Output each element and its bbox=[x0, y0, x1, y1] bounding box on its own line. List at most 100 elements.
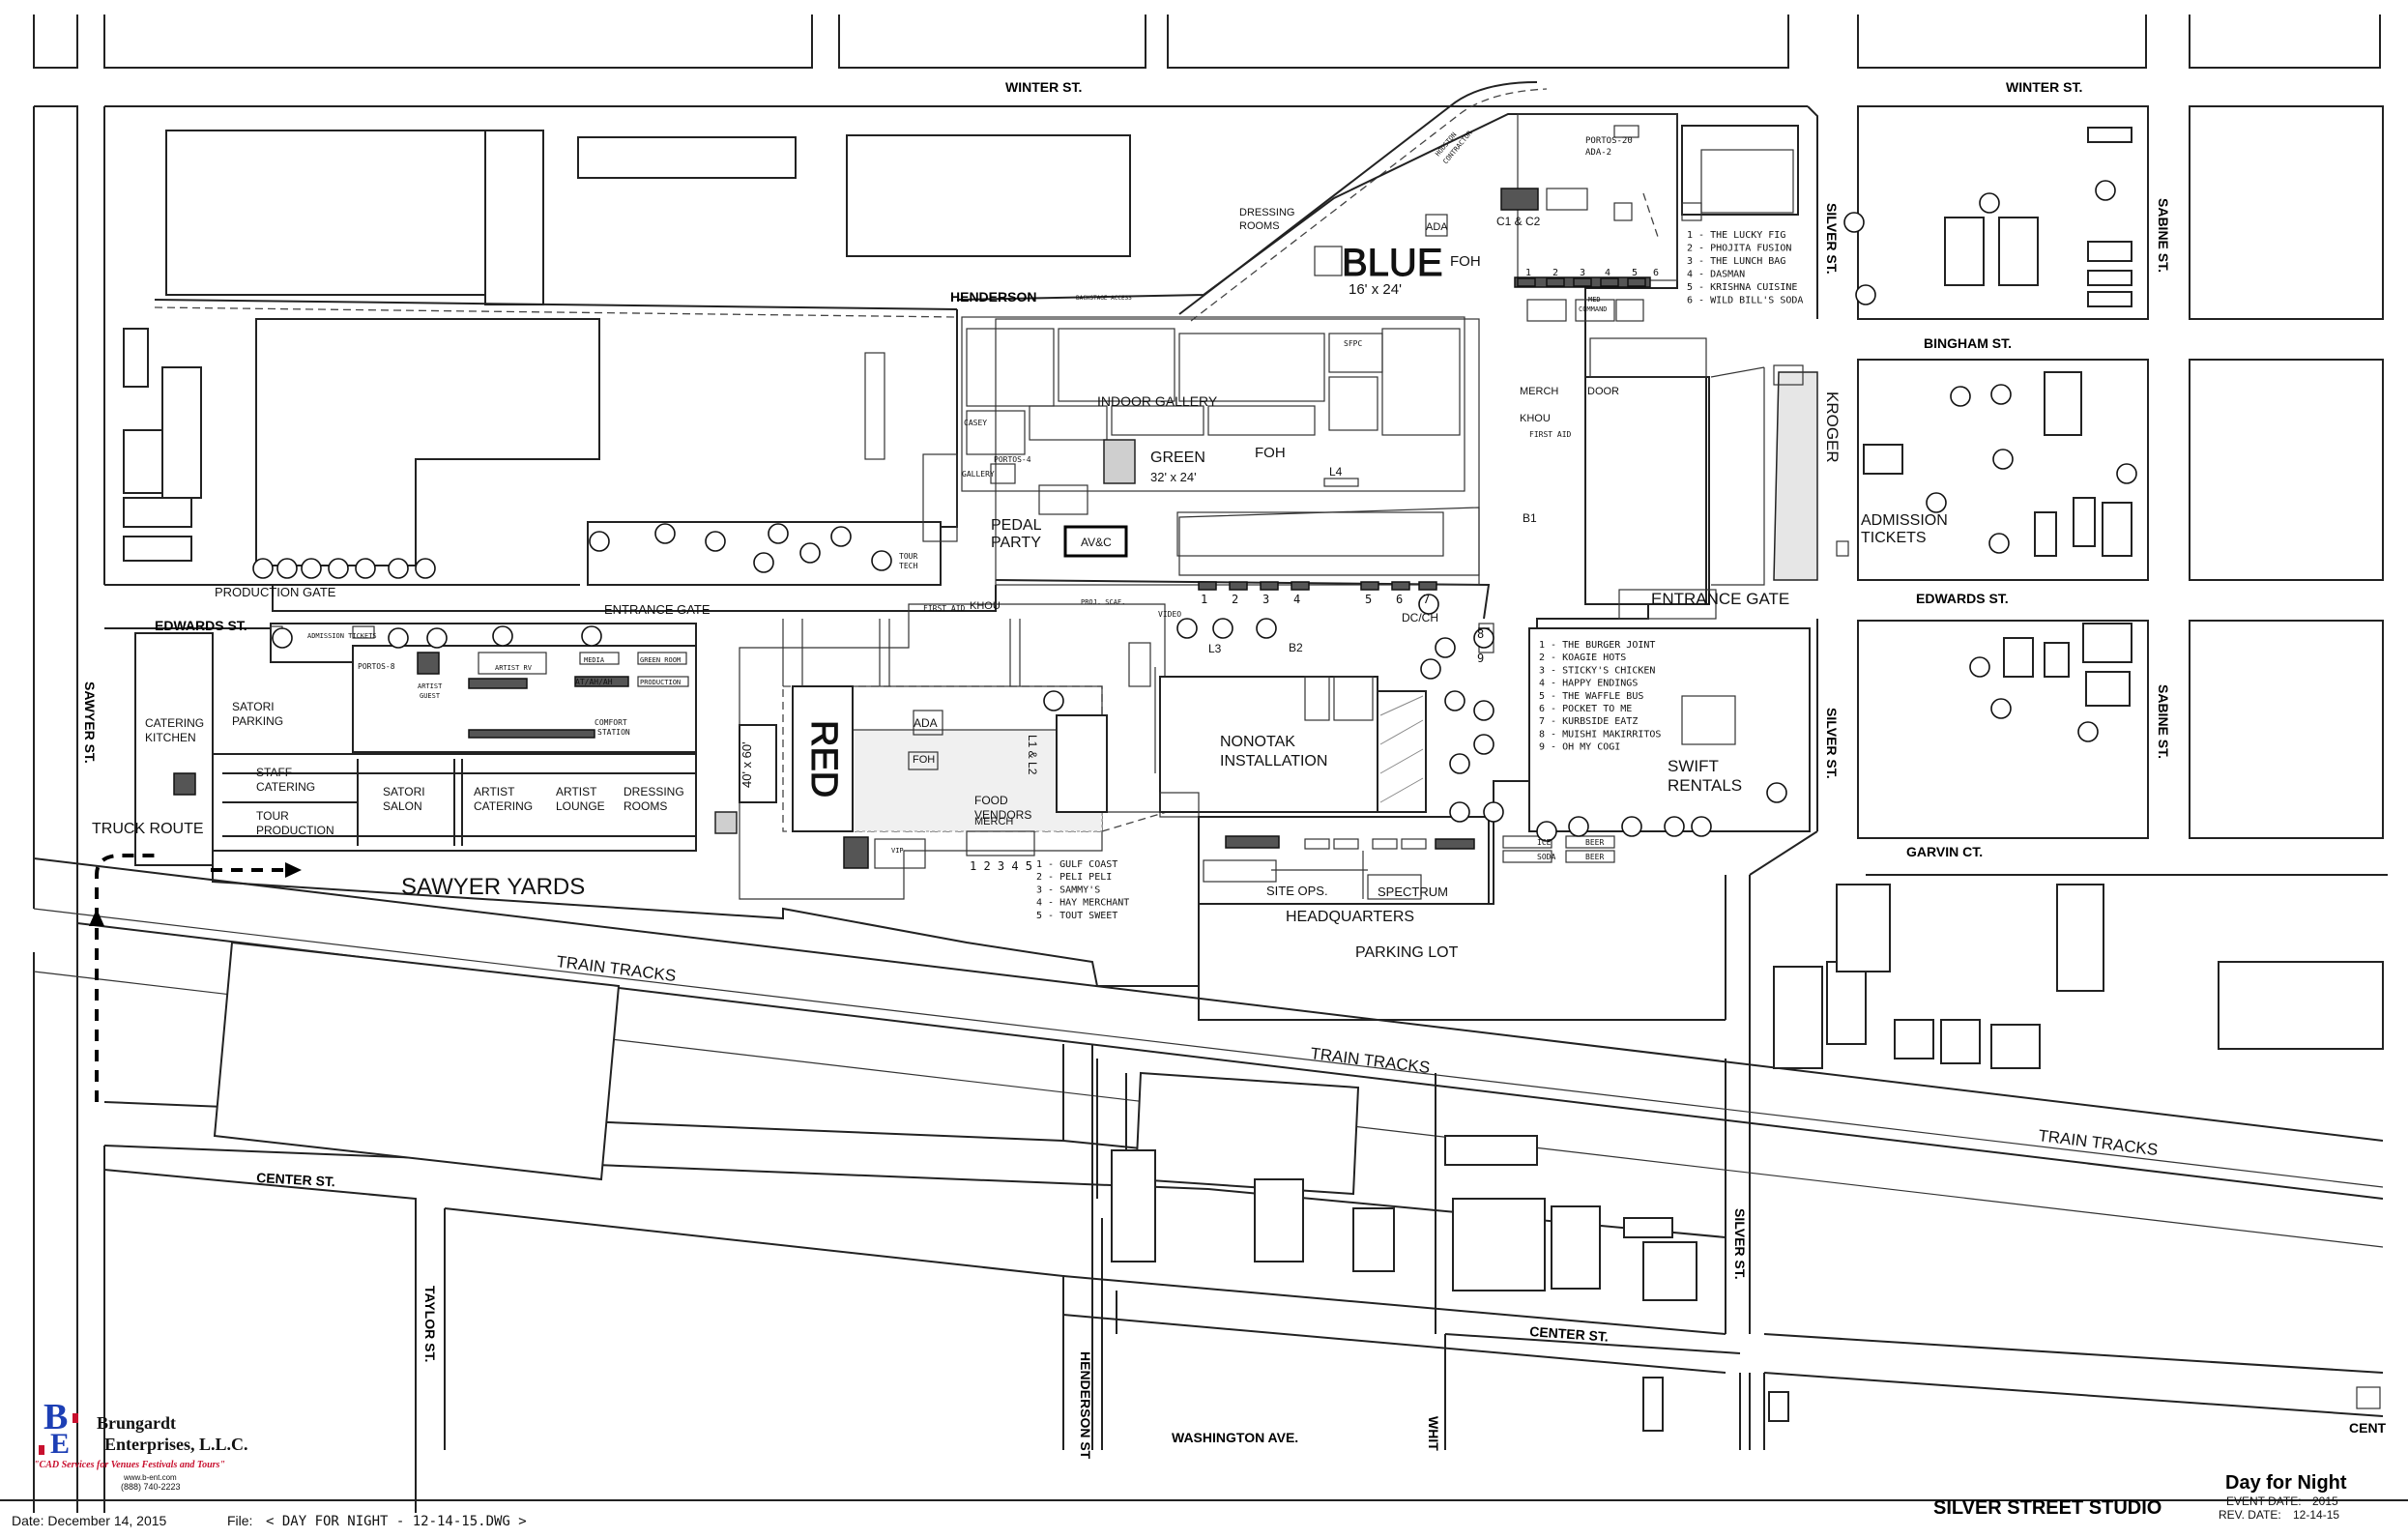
footer-date: Date: December 14, 2015 bbox=[12, 1513, 167, 1528]
label-indoor-gallery: INDOOR GALLERY bbox=[1097, 393, 1218, 409]
label-merch-w: MERCH bbox=[974, 816, 1013, 827]
label-med-command-1: MED bbox=[1588, 296, 1601, 304]
festival-site bbox=[212, 113, 1818, 987]
label-artist-lounge-2: LOUNGE bbox=[556, 799, 605, 813]
food-vendor-numbers: 1 2 3 4 5 bbox=[970, 859, 1032, 873]
label-ada-2: ADA-2 bbox=[1585, 148, 1611, 158]
label-artist-guest-2: GUEST bbox=[420, 692, 441, 700]
vendor-entry: 1 - THE BURGER JOINT bbox=[1539, 640, 1655, 651]
label-entrance-gate-e: ENTRANCE GATE bbox=[1651, 590, 1789, 608]
label-sfpc: SFPC bbox=[1344, 339, 1362, 348]
label-catering-kitchen-1: CATERING bbox=[145, 716, 204, 730]
street-garvin: GARVIN CT. bbox=[1906, 844, 1983, 859]
street-grid bbox=[33, 15, 2388, 1513]
street-edwards-e: EDWARDS ST. bbox=[1916, 591, 2009, 606]
svg-text:8: 8 bbox=[1477, 627, 1484, 641]
label-tour-tech-2: TECH bbox=[899, 562, 917, 570]
stage-green-name: GREEN bbox=[1150, 450, 1205, 466]
svg-text:3: 3 bbox=[1262, 593, 1269, 606]
street-winter-e: WINTER ST. bbox=[2006, 79, 2082, 95]
label-first-aid-w: FIRST AID bbox=[923, 604, 966, 613]
footer-rev-date: 12-14-15 bbox=[2293, 1508, 2339, 1522]
label-production-gate: PRODUCTION GATE bbox=[215, 585, 336, 599]
label-c1-c2: C1 & C2 bbox=[1496, 215, 1541, 228]
label-site-ops: SITE OPS. bbox=[1266, 884, 1328, 898]
vendor-entry: 8 - MUISHI MAKIRRITOS bbox=[1539, 729, 1661, 740]
label-satori-parking-2: PARKING bbox=[232, 714, 283, 728]
footer-file-name: < DAY FOR NIGHT - 12-14-15.DWG > bbox=[266, 1514, 527, 1529]
svg-text:4: 4 bbox=[1605, 268, 1610, 278]
label-entrance-gate-w: ENTRANCE GATE bbox=[604, 602, 711, 617]
stage-green-size: 32' x 24' bbox=[1150, 470, 1197, 484]
label-l3: L3 bbox=[1208, 642, 1222, 655]
vendor-entry: 6 - WILD BILL'S SODA bbox=[1687, 296, 1803, 306]
label-artist-lounge-1: ARTIST bbox=[556, 785, 597, 798]
label-staff-catering-2: CATERING bbox=[256, 780, 315, 794]
vendor-entry: 3 - STICKY'S CHICKEN bbox=[1539, 665, 1655, 676]
label-artist-rv: ARTIST RV bbox=[495, 664, 533, 672]
footer-venue: SILVER STREET STUDIO bbox=[1933, 1497, 2161, 1519]
footer-event: Day for Night bbox=[2225, 1472, 2347, 1494]
label-first-aid-e: FIRST AID bbox=[1529, 430, 1572, 439]
label-med-command-2: COMMAND bbox=[1579, 305, 1608, 313]
label-headquarters: HEADQUARTERS bbox=[1286, 909, 1414, 925]
label-dressing-rooms-n-1: DRESSING bbox=[1239, 207, 1294, 218]
label-staff-catering-1: STAFF bbox=[256, 766, 292, 779]
vendor-entry: 3 - SAMMY'S bbox=[1036, 885, 1100, 895]
ice-beer-soda: ICE SODA BEER BEER bbox=[1537, 838, 1604, 861]
label-vip: VIP bbox=[891, 847, 904, 855]
label-pedal-1: PEDAL bbox=[991, 517, 1042, 534]
street-henderson-n: HENDERSON bbox=[950, 289, 1036, 305]
label-beer2: BEER bbox=[1585, 853, 1604, 861]
svg-text:2: 2 bbox=[1552, 268, 1558, 278]
label-khou-e: KHOU bbox=[1520, 413, 1551, 424]
label-foh-blue: FOH bbox=[1450, 253, 1481, 270]
label-swift-2: RENTALS bbox=[1668, 776, 1742, 795]
footer-event-date-label: EVENT DATE: bbox=[2226, 1494, 2302, 1508]
label-tour-production-2: PRODUCTION bbox=[256, 824, 334, 837]
label-gallery: GALLERY bbox=[962, 470, 995, 479]
label-merch-e: MERCH bbox=[1520, 386, 1558, 397]
trees bbox=[252, 180, 2137, 842]
vendor-entry: 1 - GULF COAST bbox=[1036, 859, 1117, 870]
label-satori-salon-2: SALON bbox=[383, 799, 422, 813]
company-phone: (888) 740-2223 bbox=[121, 1482, 181, 1492]
stage-red-size: 40' x 60' bbox=[740, 741, 754, 788]
street-washington: WASHINGTON AVE. bbox=[1172, 1430, 1298, 1445]
label-portos-20: PORTOS-20 bbox=[1585, 136, 1633, 146]
label-dressing-rooms-n-2: ROOMS bbox=[1239, 220, 1280, 232]
label-media: MEDIA bbox=[584, 656, 605, 664]
label-proj-scaf: PROJ. SCAF. bbox=[1081, 598, 1125, 606]
label-khou-w: KHOU bbox=[970, 600, 1001, 612]
svg-text:3: 3 bbox=[1580, 268, 1585, 278]
label-swift-1: SWIFT bbox=[1668, 757, 1719, 775]
label-admission-e-1: ADMISSION bbox=[1861, 512, 1948, 529]
label-dressing-rooms-1: DRESSING bbox=[624, 785, 684, 798]
label-satori-parking-1: SATORI bbox=[232, 700, 275, 713]
vendor-entry: 2 - PELI PELI bbox=[1036, 872, 1112, 883]
label-artist-catering-2: CATERING bbox=[474, 799, 533, 813]
logo-letter-b: B bbox=[44, 1397, 68, 1437]
footer-rev-date-label: REV. DATE: bbox=[2219, 1508, 2281, 1522]
red-stage-area bbox=[739, 603, 1200, 900]
label-tour-production-1: TOUR bbox=[256, 809, 289, 823]
label-parking-lot: PARKING LOT bbox=[1355, 944, 1459, 961]
street-sabine-n: SABINE ST. bbox=[2156, 198, 2171, 273]
company-tagline: "CAD Services for Venues Festivals and T… bbox=[34, 1460, 225, 1470]
label-green-room: GREEN ROOM bbox=[640, 656, 681, 664]
footer-file-label: File: bbox=[227, 1513, 252, 1528]
label-food-vendors-1: FOOD bbox=[974, 794, 1008, 807]
stage-blue-name: BLUE bbox=[1342, 242, 1443, 284]
company-logo: B E bbox=[39, 1397, 78, 1460]
stage-blue-size: 16' x 24' bbox=[1349, 281, 1402, 298]
nonotak-headquarters bbox=[1159, 676, 1490, 905]
label-door: DOOR bbox=[1587, 386, 1619, 397]
vendor-entry: 9 - OH MY COGI bbox=[1539, 742, 1620, 753]
label-admission-e-2: TICKETS bbox=[1861, 530, 1927, 546]
label-artist-guest-1: ARTIST bbox=[418, 682, 443, 690]
svg-text:6: 6 bbox=[1396, 593, 1403, 606]
street-winter-w: WINTER ST. bbox=[1005, 79, 1082, 95]
